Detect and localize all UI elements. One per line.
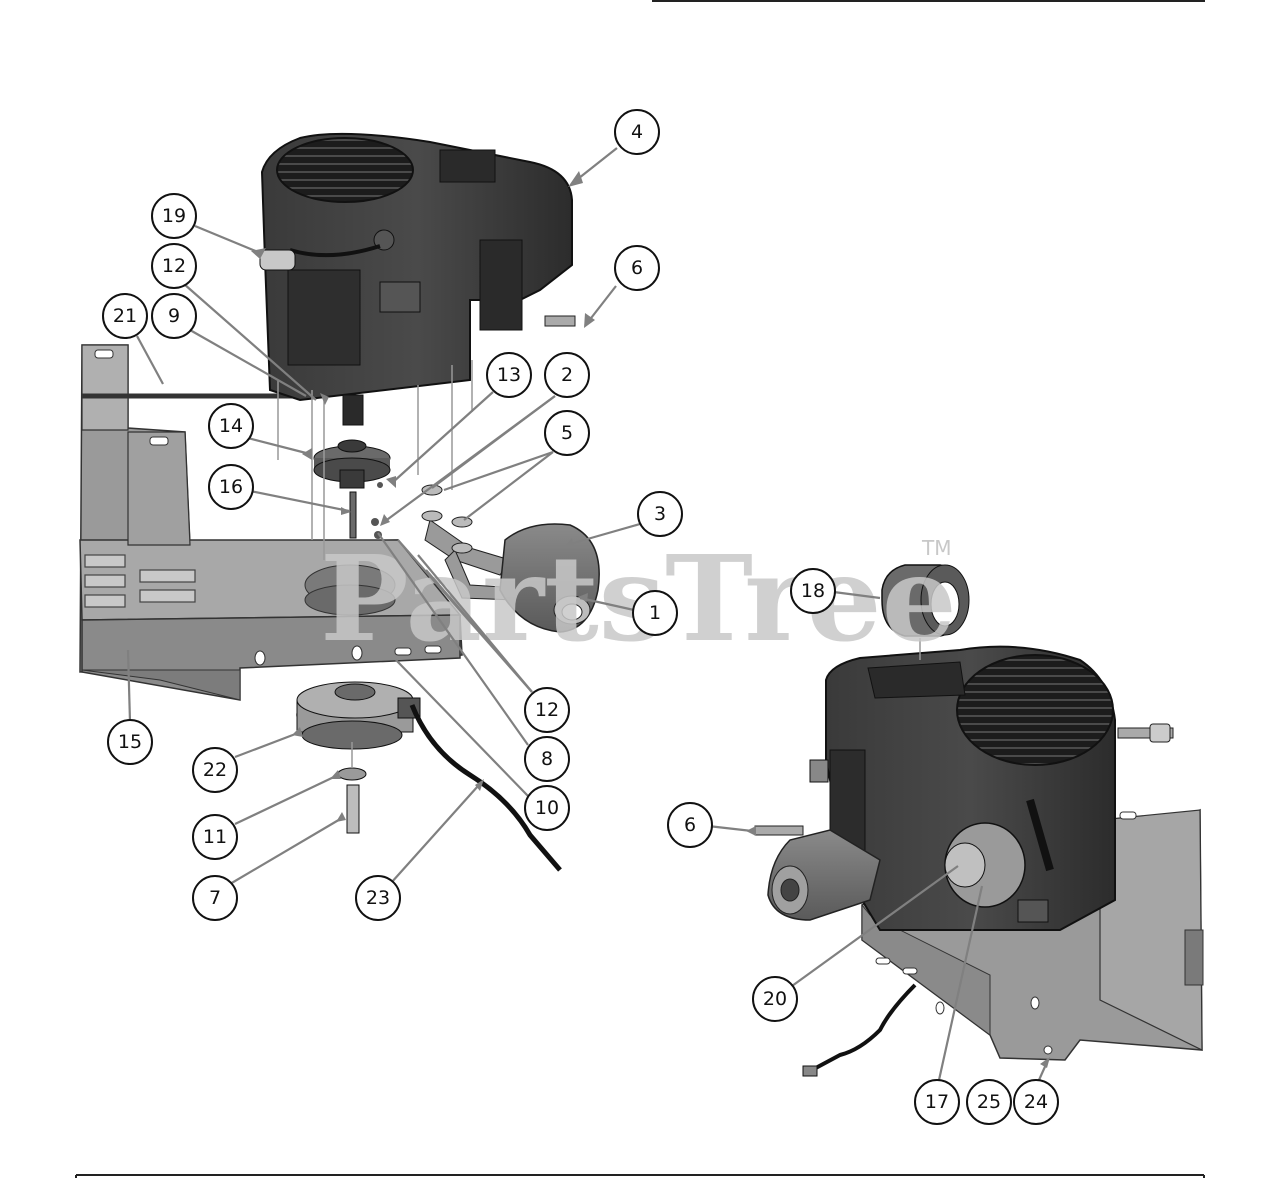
svg-text:4: 4 (631, 121, 643, 143)
callout-5[interactable]: 5 (544, 410, 590, 456)
callout-14[interactable]: 14 (208, 403, 254, 449)
callout-9[interactable]: 9 (151, 293, 197, 339)
callout-10[interactable]: 10 (524, 785, 570, 831)
callout-25[interactable]: 25 (966, 1079, 1012, 1125)
leader-lines (126, 147, 1050, 1081)
svg-text:3: 3 (654, 503, 666, 525)
svg-text:11: 11 (203, 826, 227, 848)
key-16 (349, 491, 357, 539)
svg-text:12: 12 (162, 255, 186, 277)
svg-text:8: 8 (541, 748, 553, 770)
callout-8[interactable]: 8 (524, 736, 570, 782)
left-assembly (79, 132, 600, 872)
callout-16[interactable]: 16 (208, 464, 254, 510)
svg-text:1: 1 (649, 602, 661, 624)
callout-20[interactable]: 20 (752, 976, 798, 1022)
callout-24[interactable]: 24 (1013, 1079, 1059, 1125)
svg-text:6: 6 (631, 257, 643, 279)
svg-text:2: 2 (561, 364, 573, 386)
spark-plug-6b (754, 825, 804, 836)
callout-4[interactable]: 4 (614, 109, 660, 155)
svg-text:25: 25 (977, 1091, 1001, 1113)
svg-text:21: 21 (113, 305, 137, 327)
svg-text:12: 12 (535, 699, 559, 721)
right-assembly (754, 564, 1204, 1077)
washer-11 (337, 767, 367, 781)
pulley-14 (313, 439, 391, 489)
muffler-right (767, 829, 881, 921)
callout-12-bottom[interactable]: 12 (524, 687, 570, 733)
callout-17[interactable]: 17 (914, 1079, 960, 1125)
svg-text:5: 5 (561, 422, 573, 444)
svg-text:18: 18 (801, 580, 825, 602)
svg-text:20: 20 (763, 988, 787, 1010)
engine-right (809, 645, 1174, 931)
frame-deck-left (79, 344, 463, 701)
svg-text:14: 14 (219, 415, 243, 437)
svg-text:7: 7 (209, 887, 221, 909)
svg-text:13: 13 (497, 364, 521, 386)
svg-text:23: 23 (366, 887, 390, 909)
svg-text:9: 9 (168, 305, 180, 327)
engine-left (259, 132, 576, 426)
svg-text:6: 6 (684, 814, 696, 836)
frame-deck-right (861, 808, 1204, 1061)
callout-6-top[interactable]: 6 (614, 245, 660, 291)
callout-7[interactable]: 7 (192, 875, 238, 921)
callout-13[interactable]: 13 (486, 352, 532, 398)
svg-text:15: 15 (118, 731, 142, 753)
callout-15[interactable]: 15 (107, 719, 153, 765)
callout-23[interactable]: 23 (355, 875, 401, 921)
callout-22[interactable]: 22 (192, 747, 238, 793)
leader-arrowheads (251, 171, 1050, 1068)
callout-6-bottom[interactable]: 6 (667, 802, 713, 848)
svg-text:17: 17 (925, 1091, 949, 1113)
svg-text:19: 19 (162, 205, 186, 227)
svg-text:16: 16 (219, 476, 243, 498)
svg-text:22: 22 (203, 759, 227, 781)
svg-text:24: 24 (1024, 1091, 1048, 1113)
bolt-7 (346, 784, 360, 834)
muffler-left (371, 482, 600, 633)
air-filter-18 (881, 564, 970, 660)
svg-text:10: 10 (535, 797, 559, 819)
watermark-tm: TM (921, 536, 951, 560)
callout-3[interactable]: 3 (637, 491, 683, 537)
callout-19[interactable]: 19 (151, 193, 197, 239)
callout-21[interactable]: 21 (102, 293, 148, 339)
callout-2[interactable]: 2 (544, 352, 590, 398)
clutch-22 (296, 681, 421, 750)
callout-11[interactable]: 11 (192, 814, 238, 860)
wire-harness-right (811, 983, 917, 1072)
wire-harness (409, 704, 562, 872)
callout-12-top[interactable]: 12 (151, 243, 197, 289)
callout-1[interactable]: 1 (632, 590, 678, 636)
callout-18[interactable]: 18 (790, 568, 836, 614)
